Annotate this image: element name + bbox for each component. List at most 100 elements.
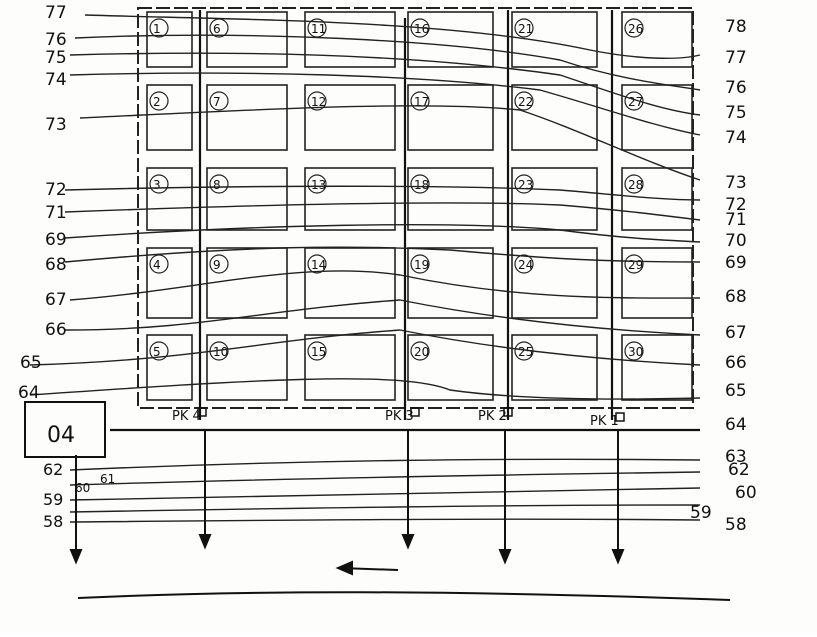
plot-number: 1 [153, 22, 161, 36]
contour-label: 72 [725, 195, 747, 215]
plot-cell: 28 [621, 167, 693, 231]
plot-cells: 1234567891011121314151617181920212223242… [146, 11, 693, 401]
plot-number: 7 [213, 95, 221, 109]
plot-number-circle [307, 341, 327, 361]
contour-label: 69 [45, 230, 67, 250]
plot-number: 30 [628, 345, 643, 359]
bottom-label: 60 [735, 483, 757, 503]
plot-cell: 30 [621, 334, 693, 401]
contour-label: 68 [725, 287, 747, 307]
plot-cell: 25 [511, 334, 598, 401]
contour-lines [29, 14, 701, 400]
plot-cell: 24 [511, 247, 598, 319]
contour-label: 71 [45, 203, 67, 223]
plot-number: 26 [628, 22, 643, 36]
contour-label: 78 [725, 17, 747, 37]
contour-label: 63 [725, 447, 747, 467]
contour-label: 65 [20, 353, 42, 373]
plot-cell: 22 [511, 84, 598, 151]
outflow-arrows [69, 430, 625, 565]
plot-number-circle [410, 254, 430, 274]
contour-label: 64 [725, 415, 747, 435]
plot-cell: 29 [621, 247, 693, 319]
plot-number-circle [209, 254, 229, 274]
contour-label: 70 [725, 231, 747, 251]
contour-label: 75 [725, 103, 747, 123]
plot-number: 3 [153, 178, 161, 192]
plot-number: 5 [153, 345, 161, 359]
contour-label: 64 [18, 383, 40, 403]
bottom-label: 59 [43, 490, 63, 509]
plot-number: 29 [628, 258, 643, 272]
flow-direction-arrow [335, 560, 399, 576]
plot-cell: 21 [511, 11, 598, 68]
plot-number: 18 [414, 178, 429, 192]
plot-number-circle [410, 341, 430, 361]
plot-number-circle [149, 341, 169, 361]
plot-cell: 18 [407, 167, 494, 231]
plot-number-circle [624, 91, 644, 111]
plot-number: 25 [518, 345, 533, 359]
plot-number-circle [624, 18, 644, 38]
plot-number-circle [307, 174, 327, 194]
plot-cell: 15 [304, 334, 396, 401]
contour-label: 73 [45, 115, 67, 135]
contour-label: 66 [725, 353, 747, 373]
plot-number: 16 [414, 22, 429, 36]
plot-number: 4 [153, 258, 161, 272]
well-marker [410, 407, 420, 417]
plot-number: 2 [153, 95, 161, 109]
well-label: PK 3 [385, 409, 414, 424]
plot-number: 21 [518, 22, 533, 36]
river-line [77, 591, 731, 601]
plot-cell: 12 [304, 84, 396, 151]
bottom-label: 58 [43, 512, 63, 531]
treatment-box [24, 401, 106, 458]
plot-number-circle [514, 174, 534, 194]
contour-label: 65 [725, 381, 747, 401]
plot-cell: 3 [146, 167, 193, 231]
plot-number: 6 [213, 22, 221, 36]
plot-number-circle [307, 254, 327, 274]
plot-number-circle [624, 341, 644, 361]
plot-number: 17 [414, 95, 429, 109]
contour-label: 76 [725, 78, 747, 98]
plot-number: 23 [518, 178, 533, 192]
plot-number-circle [514, 18, 534, 38]
plot-number: 8 [213, 178, 221, 192]
bottom-label: 58 [725, 515, 747, 535]
contour-label: 73 [725, 173, 747, 193]
plot-cell: 1 [146, 11, 193, 68]
treatment-box-label: 04 [47, 423, 75, 448]
contour-label: 76 [45, 30, 67, 50]
plot-cell: 26 [621, 11, 693, 68]
plot-cell: 19 [407, 247, 494, 319]
contour-label: 74 [45, 70, 67, 90]
plot-number: 19 [414, 258, 429, 272]
bottom-contours [69, 458, 701, 523]
plot-cell: 20 [407, 334, 494, 401]
contour-label: 72 [45, 180, 67, 200]
plot-cell: 14 [304, 247, 396, 319]
plot-number: 28 [628, 178, 643, 192]
plot-cell: 4 [146, 247, 193, 319]
plot-cell: 2 [146, 84, 193, 151]
contour-label: 77 [725, 48, 747, 68]
collector-drains [110, 10, 700, 432]
contour-label: 69 [725, 253, 747, 273]
bottom-label: 60 [75, 481, 90, 495]
plot-number-circle [624, 254, 644, 274]
contour-label: 74 [725, 128, 747, 148]
plot-cell: 10 [206, 334, 288, 401]
contour-label: 77 [45, 3, 67, 23]
plot-number-circle [149, 174, 169, 194]
plot-number: 14 [311, 258, 326, 272]
well-label: PK 2 [478, 409, 507, 424]
plot-number-circle [149, 18, 169, 38]
